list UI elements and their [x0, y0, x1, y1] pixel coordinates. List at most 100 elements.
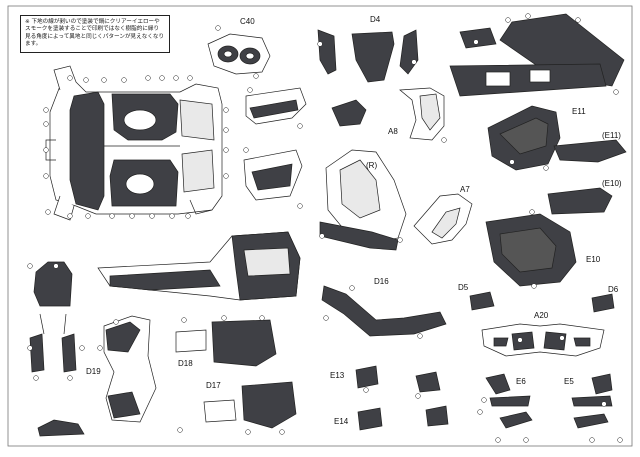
part-c40 — [207, 33, 271, 75]
note-line: 見る角度によって異地と同じくパターンが見えなくなり — [25, 33, 165, 40]
part-bracket-a — [245, 87, 307, 125]
callout-marker — [173, 75, 179, 81]
callout-marker — [531, 283, 537, 289]
callout-marker — [589, 437, 595, 443]
callout-marker — [27, 263, 33, 269]
callout-marker — [473, 39, 479, 45]
part-cap — [331, 99, 367, 127]
callout-marker — [247, 87, 253, 93]
label-e11-mirror: (E11) — [602, 131, 621, 140]
label-a20: A20 — [534, 311, 549, 320]
part-e11-mirror — [553, 139, 627, 163]
callout-marker — [177, 427, 183, 433]
part-a8 — [399, 87, 445, 141]
label-e6: E6 — [516, 377, 526, 386]
part-harness — [29, 313, 77, 373]
callout-marker — [397, 237, 403, 243]
caution-note: ※ 下地の線が剥いので塗装で鍋にクリアーイエローや スモークを塗装することで印刷… — [20, 15, 170, 53]
callout-marker — [441, 137, 447, 143]
note-line: ます。 — [25, 41, 42, 48]
note-line: スモークを塗装することで印刷ではなく樹脂的に縁り — [25, 26, 160, 33]
label-a8: A8 — [388, 127, 398, 136]
callout-marker — [477, 409, 483, 415]
label-e5: E5 — [564, 377, 574, 386]
label-d16: D16 — [374, 277, 389, 286]
callout-marker — [149, 213, 155, 219]
callout-marker — [67, 213, 73, 219]
callout-marker — [243, 147, 249, 153]
callout-marker — [33, 375, 39, 381]
callout-marker — [601, 401, 607, 407]
part-side-floor — [97, 231, 301, 301]
callout-marker — [617, 437, 623, 443]
part-r-fender — [319, 149, 407, 251]
part-d6 — [591, 293, 615, 313]
callout-marker — [67, 75, 73, 81]
decal-number-callouts — [27, 13, 623, 443]
callout-marker — [253, 73, 259, 79]
part-e10 — [485, 213, 577, 287]
callout-marker — [363, 387, 369, 393]
callout-marker — [43, 173, 49, 179]
label-e11: E11 — [572, 107, 586, 116]
callout-marker — [45, 209, 51, 215]
callout-marker — [109, 213, 115, 219]
label-e10: E10 — [586, 255, 601, 264]
callout-marker — [185, 213, 191, 219]
callout-marker — [259, 315, 265, 321]
callout-marker — [27, 345, 33, 351]
callout-marker — [129, 213, 135, 219]
label-a7: A7 — [460, 185, 470, 194]
part-d18 — [175, 319, 277, 367]
part-small-bottom — [37, 419, 85, 437]
label-d19: D19 — [86, 367, 101, 376]
callout-marker — [415, 393, 421, 399]
callout-marker — [101, 77, 107, 83]
callout-marker — [121, 77, 127, 83]
callout-marker — [323, 315, 329, 321]
callout-marker — [319, 233, 325, 239]
part-a7 — [413, 193, 473, 245]
callout-marker — [43, 147, 49, 153]
part-d16 — [321, 285, 447, 337]
callout-marker — [79, 345, 85, 351]
callout-marker — [517, 337, 523, 343]
callout-marker — [575, 17, 581, 23]
label-d4: D4 — [370, 15, 381, 24]
part-seat — [33, 261, 73, 307]
callout-marker — [43, 107, 49, 113]
callout-marker — [245, 429, 251, 435]
part-e14 — [357, 407, 383, 431]
label-r: (R) — [366, 161, 377, 170]
callout-marker — [529, 209, 535, 215]
callout-marker — [221, 315, 227, 321]
callout-marker — [317, 41, 323, 47]
callout-marker — [223, 107, 229, 113]
callout-marker — [85, 213, 91, 219]
part-d4 — [317, 29, 419, 83]
part-e6 — [485, 373, 531, 407]
part-d17 — [203, 381, 297, 429]
callout-marker — [525, 13, 531, 19]
callout-marker — [223, 147, 229, 153]
callout-marker — [481, 397, 487, 403]
note-line: ※ 下地の線が剥いので塗装で鍋にクリアーイエローや — [25, 19, 160, 25]
part-bracket-b — [243, 149, 303, 201]
part-bottom-right — [499, 411, 609, 429]
callout-marker — [97, 345, 103, 351]
callout-marker — [279, 429, 285, 435]
label-e14: E14 — [334, 417, 349, 426]
part-e10-mirror — [547, 187, 613, 215]
callout-marker — [559, 335, 565, 341]
callout-marker — [113, 319, 119, 325]
callout-marker — [181, 317, 187, 323]
part-e5 — [571, 373, 613, 407]
label-d5: D5 — [458, 283, 469, 292]
part-a20 — [481, 323, 605, 357]
callout-marker — [83, 77, 89, 83]
label-d6: D6 — [608, 285, 619, 294]
label-e10-mirror: (E10) — [602, 179, 622, 188]
callout-marker — [297, 123, 303, 129]
